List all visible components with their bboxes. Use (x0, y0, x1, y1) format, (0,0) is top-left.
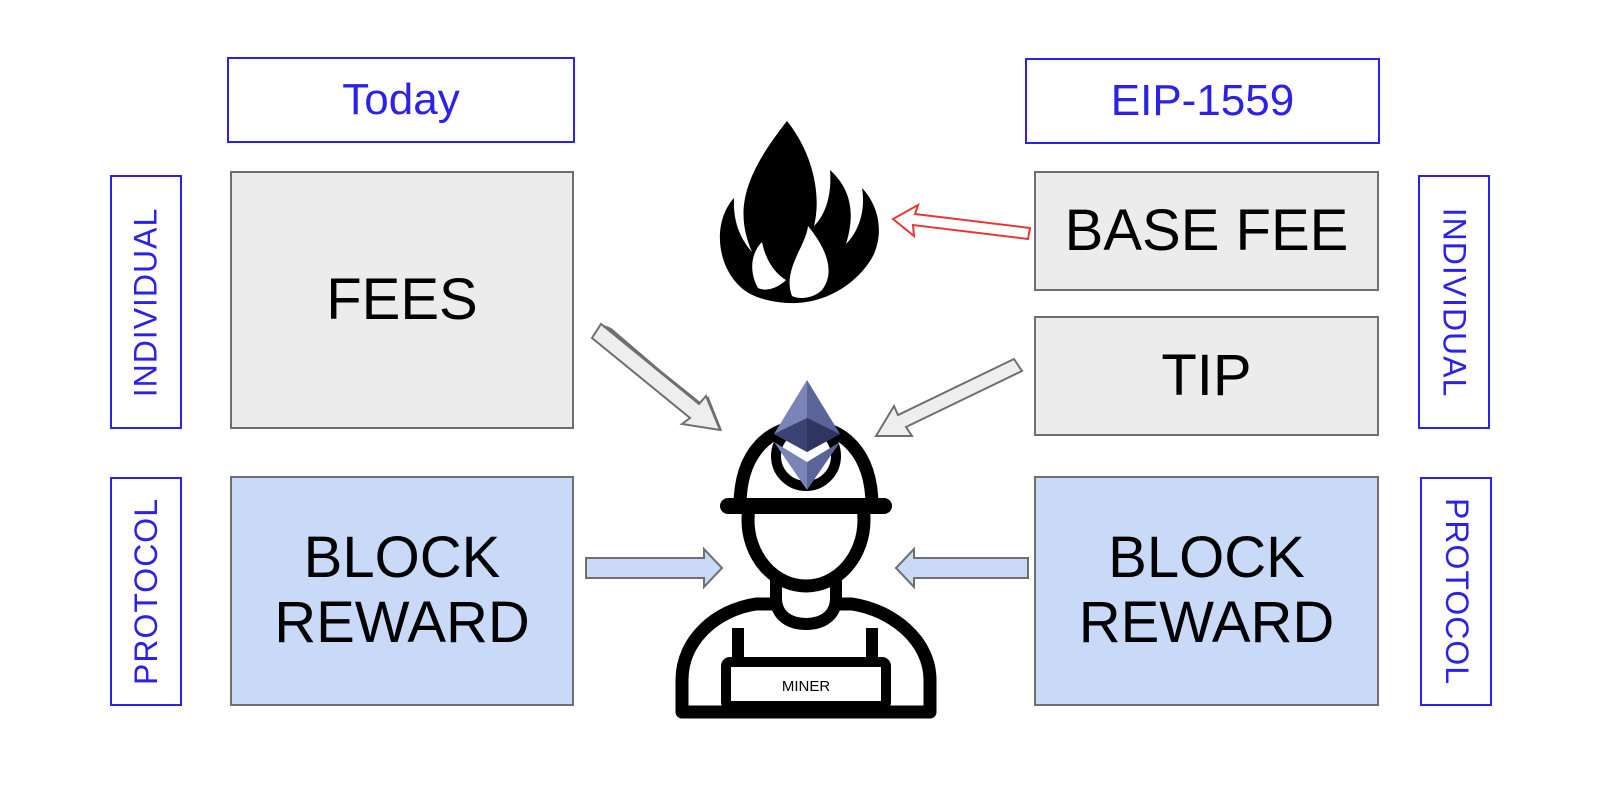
fees-box: FEES (230, 171, 574, 429)
today-protocol-label: PROTOCOL (110, 477, 182, 706)
tip-box: TIP (1034, 316, 1379, 436)
eip1559-header-label: EIP-1559 (1110, 76, 1295, 125)
eip1559-block-reward-box: BLOCK REWARD (1034, 476, 1379, 706)
today-block-reward-label: BLOCK REWARD (274, 525, 530, 656)
today-reward-to-miner-arrow (585, 546, 724, 590)
today-block-reward-box: BLOCK REWARD (230, 476, 574, 706)
today-block-reward-line-2: REWARD (274, 590, 530, 655)
tip-label: TIP (1161, 342, 1252, 408)
fees-to-miner-arrow (590, 322, 723, 432)
eip1559-protocol-label: PROTOCOL (1420, 477, 1492, 706)
today-header: Today (227, 57, 575, 143)
today-header-label: Today (342, 75, 460, 124)
burn-arrow (891, 202, 1032, 241)
eip1559-individual-label: INDIVIDUAL (1418, 175, 1490, 429)
eip1559-block-reward-line-2: REWARD (1078, 590, 1335, 655)
miner-icon: MINER (675, 419, 937, 719)
eip1559-reward-to-miner-arrow (894, 546, 1029, 590)
base-fee-label: BASE FEE (1064, 197, 1349, 263)
today-block-reward-line-1: BLOCK (303, 525, 501, 591)
eip1559-block-reward-line-1: BLOCK (1108, 525, 1305, 591)
fees-label: FEES (326, 266, 478, 332)
base-fee-box: BASE FEE (1034, 171, 1379, 291)
miner-label: MINER (782, 678, 831, 695)
eip1559-block-reward-label: BLOCK REWARD (1078, 525, 1335, 656)
fire-icon (719, 121, 879, 304)
ethereum-logo-icon (774, 380, 840, 490)
eip1559-header: EIP-1559 (1025, 58, 1380, 144)
tip-to-miner-arrow (874, 357, 1024, 437)
today-individual-label: INDIVIDUAL (110, 175, 182, 429)
